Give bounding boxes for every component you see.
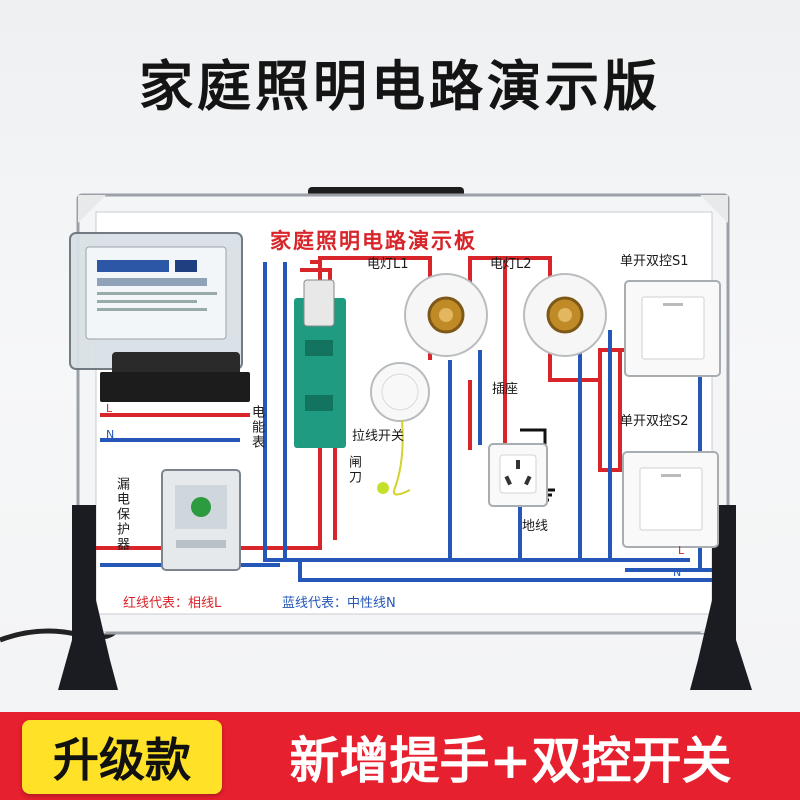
- board-title: 家庭照明电路演示板: [270, 229, 477, 253]
- lamp2-label: 电灯L2: [490, 257, 532, 272]
- knife-switch: [294, 279, 346, 448]
- live-letter-left: L: [106, 402, 113, 415]
- legend-blue: 蓝线代表：中性线N: [282, 596, 396, 611]
- pull-cord-switch: [370, 362, 430, 496]
- two-way-switch-s2: [622, 451, 719, 548]
- upgrade-badge: 升级款: [22, 720, 222, 794]
- lamp-holder-l1: [404, 273, 488, 357]
- page-title: 家庭照明电路演示版: [139, 55, 661, 118]
- meter-label: 电能表: [249, 405, 264, 450]
- neutral-letter-right: N: [673, 566, 682, 579]
- electricity-meter: [69, 232, 250, 402]
- breaker-label: 漏电保护器: [114, 477, 129, 552]
- lamp-holder-l2: [523, 273, 607, 357]
- ground-label: 地线: [522, 519, 549, 534]
- live-letter-right: L: [678, 544, 685, 557]
- legend-red: 红线代表：相线L: [123, 596, 222, 611]
- knife-switch-label: 闸刀: [346, 455, 361, 485]
- board-stand: [58, 505, 752, 690]
- switch1-label: 单开双控S1: [620, 254, 689, 269]
- power-socket: [488, 443, 548, 507]
- switch2-label: 单开双控S2: [620, 414, 689, 429]
- socket-label: 插座: [492, 382, 519, 397]
- pull-switch-label: 拉线开关: [352, 429, 405, 444]
- neutral-wires: [100, 262, 712, 582]
- two-way-switch-s1: [624, 280, 721, 377]
- banner-text: 新增提手+双控开关: [289, 732, 732, 790]
- leakage-protector: [161, 469, 241, 571]
- neutral-letter-left: N: [106, 428, 115, 441]
- lamp1-label: 电灯L1: [367, 257, 409, 272]
- promo-banner: 升级款 新增提手+双控开关: [0, 712, 800, 800]
